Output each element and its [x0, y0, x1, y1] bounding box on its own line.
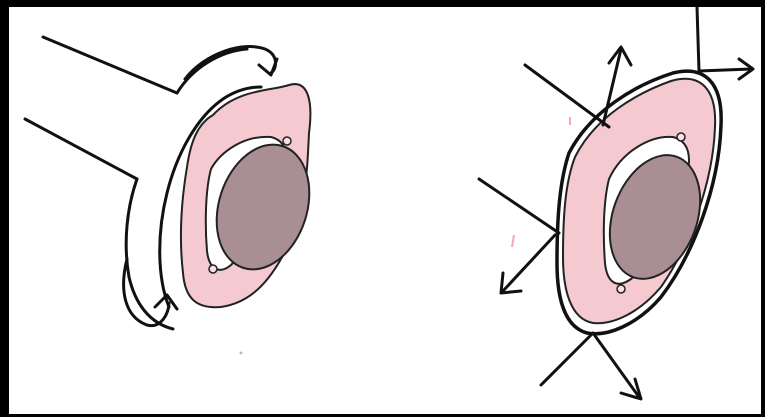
expansion-arrow-bottom-stem [541, 333, 639, 397]
expansion-arrow-lower-left [503, 235, 555, 291]
left-rotation-sketch [25, 37, 325, 329]
tube-lower-edge [25, 119, 137, 179]
flange-tab-bottom [209, 265, 217, 273]
illustration-canvas [9, 7, 761, 414]
ring-tab-bottom [617, 285, 625, 293]
speck [240, 352, 243, 355]
pink-mark [512, 235, 514, 247]
flange-tab-top [283, 137, 291, 145]
diagram-svg [9, 7, 761, 414]
right-tube-upper-edge [525, 65, 609, 127]
tube-upper-edge [43, 37, 177, 93]
ring-tab-top [677, 133, 685, 141]
rotation-arrow-bottom [124, 259, 169, 326]
right-tube-lower-edge [479, 179, 559, 233]
right-expansion-sketch [479, 7, 753, 399]
